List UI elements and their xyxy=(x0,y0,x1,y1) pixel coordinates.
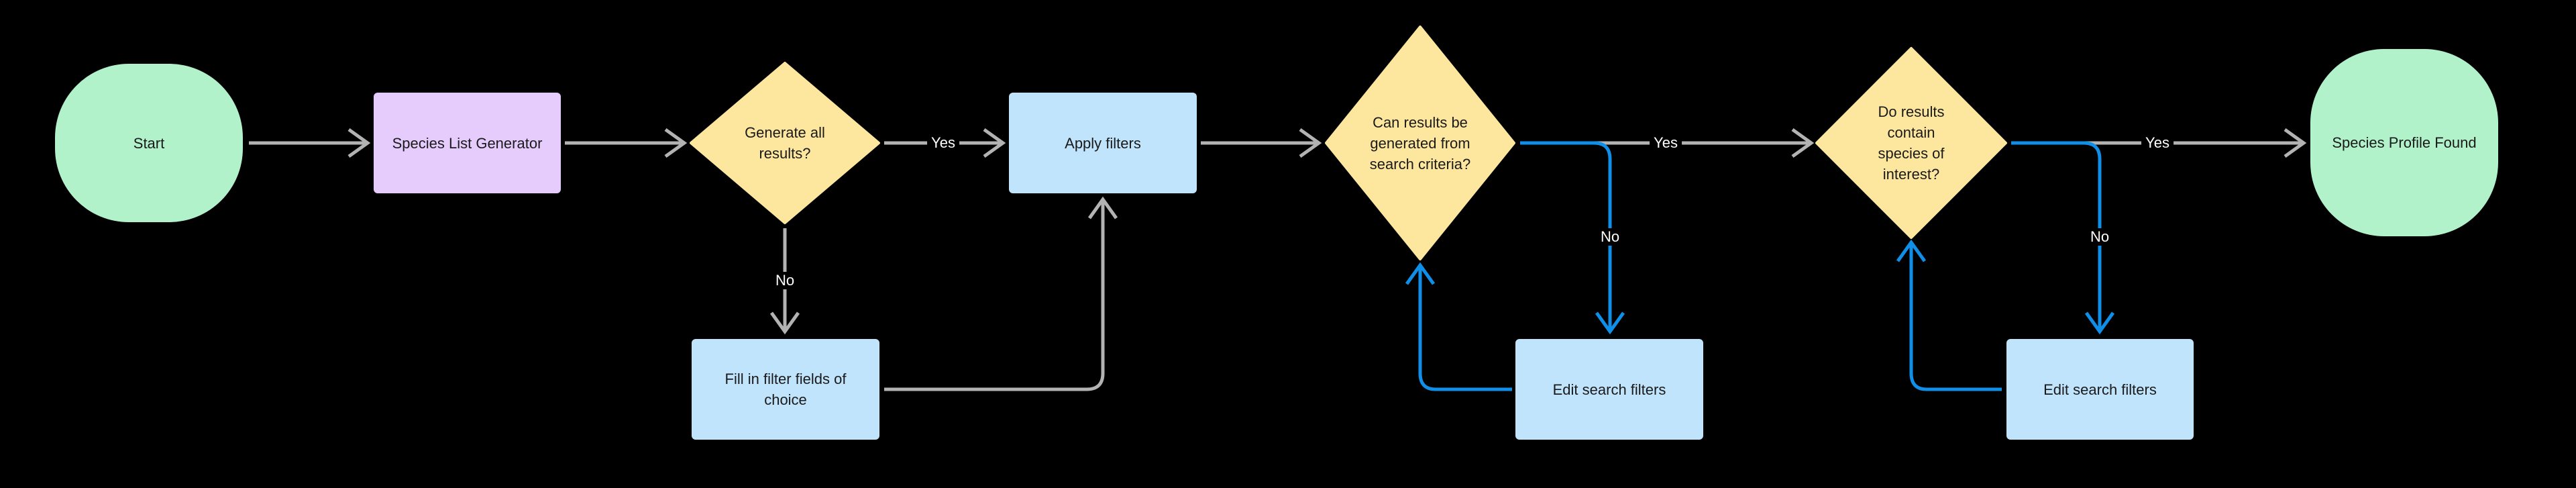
decision-diamond-can-results[interactable] xyxy=(1325,26,1515,260)
edge-label-yes-2: Yes xyxy=(1650,134,1682,152)
generate-all-label: Generate all results? xyxy=(745,124,825,162)
species-list-generator-node[interactable]: Species List Generator xyxy=(374,93,561,193)
do-results-label: Do results contain species of interest? xyxy=(1878,103,1945,183)
decision-diamond-generate-all[interactable] xyxy=(690,62,880,224)
arrowhead-decision3 xyxy=(1791,128,1815,158)
edge-decision3-no xyxy=(2011,141,2102,332)
decision-diamond-do-results[interactable] xyxy=(1815,47,2007,239)
generate-all-label-box: Generate all results? xyxy=(731,116,839,170)
fill-filter-fields-node[interactable]: Fill in filter fields of choice xyxy=(692,339,879,440)
arrowhead-fill-filters xyxy=(769,311,800,335)
start-node[interactable]: Start xyxy=(55,64,243,222)
start-label: Start xyxy=(133,134,165,152)
arrowhead-decision1 xyxy=(664,128,688,158)
edge-label-no-2: No xyxy=(1596,228,1624,246)
arrowhead-profile-found xyxy=(2284,128,2307,158)
arrowhead-edit-filters-2 xyxy=(2084,311,2115,335)
edit-search-filters-label-2: Edit search filters xyxy=(2043,381,2157,398)
edge-label-yes-3: Yes xyxy=(2141,134,2174,152)
edge-label-yes-1: Yes xyxy=(927,134,959,152)
edge-edit2-to-decision3 xyxy=(1909,244,2002,391)
fill-filter-fields-label: Fill in filter fields of choice xyxy=(724,371,847,408)
edit-search-filters-node-2[interactable]: Edit search filters xyxy=(2006,339,2194,440)
edge-fill-to-apply xyxy=(884,201,1105,391)
arrowhead-decision3-up xyxy=(1896,239,1927,262)
do-results-label-box: Do results contain species of interest? xyxy=(1864,101,1958,185)
arrowhead-decision2 xyxy=(1299,128,1322,158)
edit-search-filters-node-1[interactable]: Edit search filters xyxy=(1515,339,1703,440)
arrowhead-decision2-up xyxy=(1405,262,1436,285)
can-results-label-box: Can results be generated from search cri… xyxy=(1366,89,1474,197)
edit-search-filters-label-1: Edit search filters xyxy=(1552,381,1666,398)
edge-decision2-no xyxy=(1520,141,1612,332)
apply-filters-node[interactable]: Apply filters xyxy=(1009,93,1197,193)
arrowhead-apply-up xyxy=(1087,196,1118,219)
species-profile-found-label: Species Profile Found xyxy=(2332,134,2477,151)
apply-filters-label: Apply filters xyxy=(1065,134,1141,152)
arrowhead-apply-filters xyxy=(983,128,1006,158)
species-list-generator-label: Species List Generator xyxy=(392,134,543,152)
species-profile-found-node[interactable]: Species Profile Found xyxy=(2310,49,2498,236)
edge-label-no-3: No xyxy=(2086,228,2114,246)
arrowhead-generator xyxy=(347,128,371,158)
edge-edit1-to-decision2 xyxy=(1418,267,1512,391)
arrowhead-edit-filters-1 xyxy=(1595,311,1625,335)
edge-label-no-1: No xyxy=(771,272,799,289)
can-results-label: Can results be generated from search cri… xyxy=(1369,113,1471,173)
